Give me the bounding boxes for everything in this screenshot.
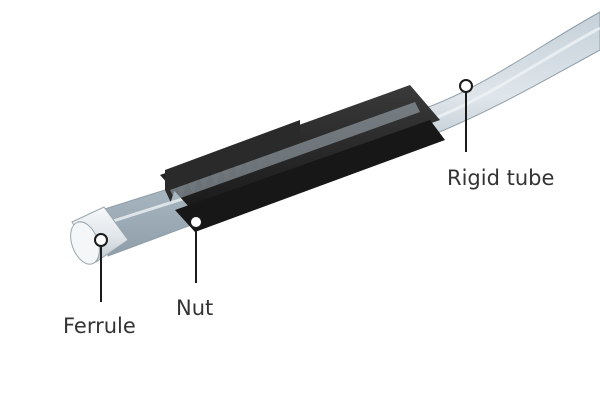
rigid-tube-label: Rigid tube — [447, 166, 555, 190]
nut-leader-dot — [189, 215, 203, 229]
ferrule-leader-dot — [94, 233, 108, 247]
ferrule-label: Ferrule — [63, 314, 136, 338]
nut-body — [160, 85, 445, 232]
nut-label: Nut — [176, 296, 214, 320]
rigid-tube-leader-dot — [459, 79, 473, 93]
nut-threads — [165, 120, 300, 202]
